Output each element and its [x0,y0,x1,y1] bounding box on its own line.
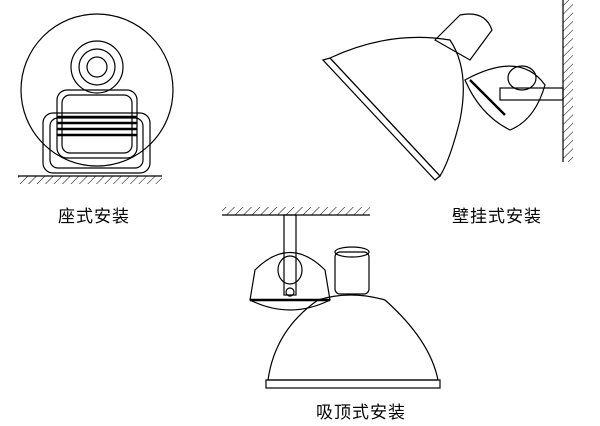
floor-hatch [18,176,162,184]
wall-mount-label: 壁挂式安装 [452,207,542,227]
seat-mount-label: 座式安装 [58,207,130,227]
wall-hatch [563,0,573,162]
seat-mount-drawing [18,13,174,184]
ceiling-mount-drawing [222,207,441,389]
ceiling-mount-label: 吸顶式安装 [316,403,406,423]
ceiling-hatch [222,207,370,215]
wall-mount-drawing [321,0,573,181]
